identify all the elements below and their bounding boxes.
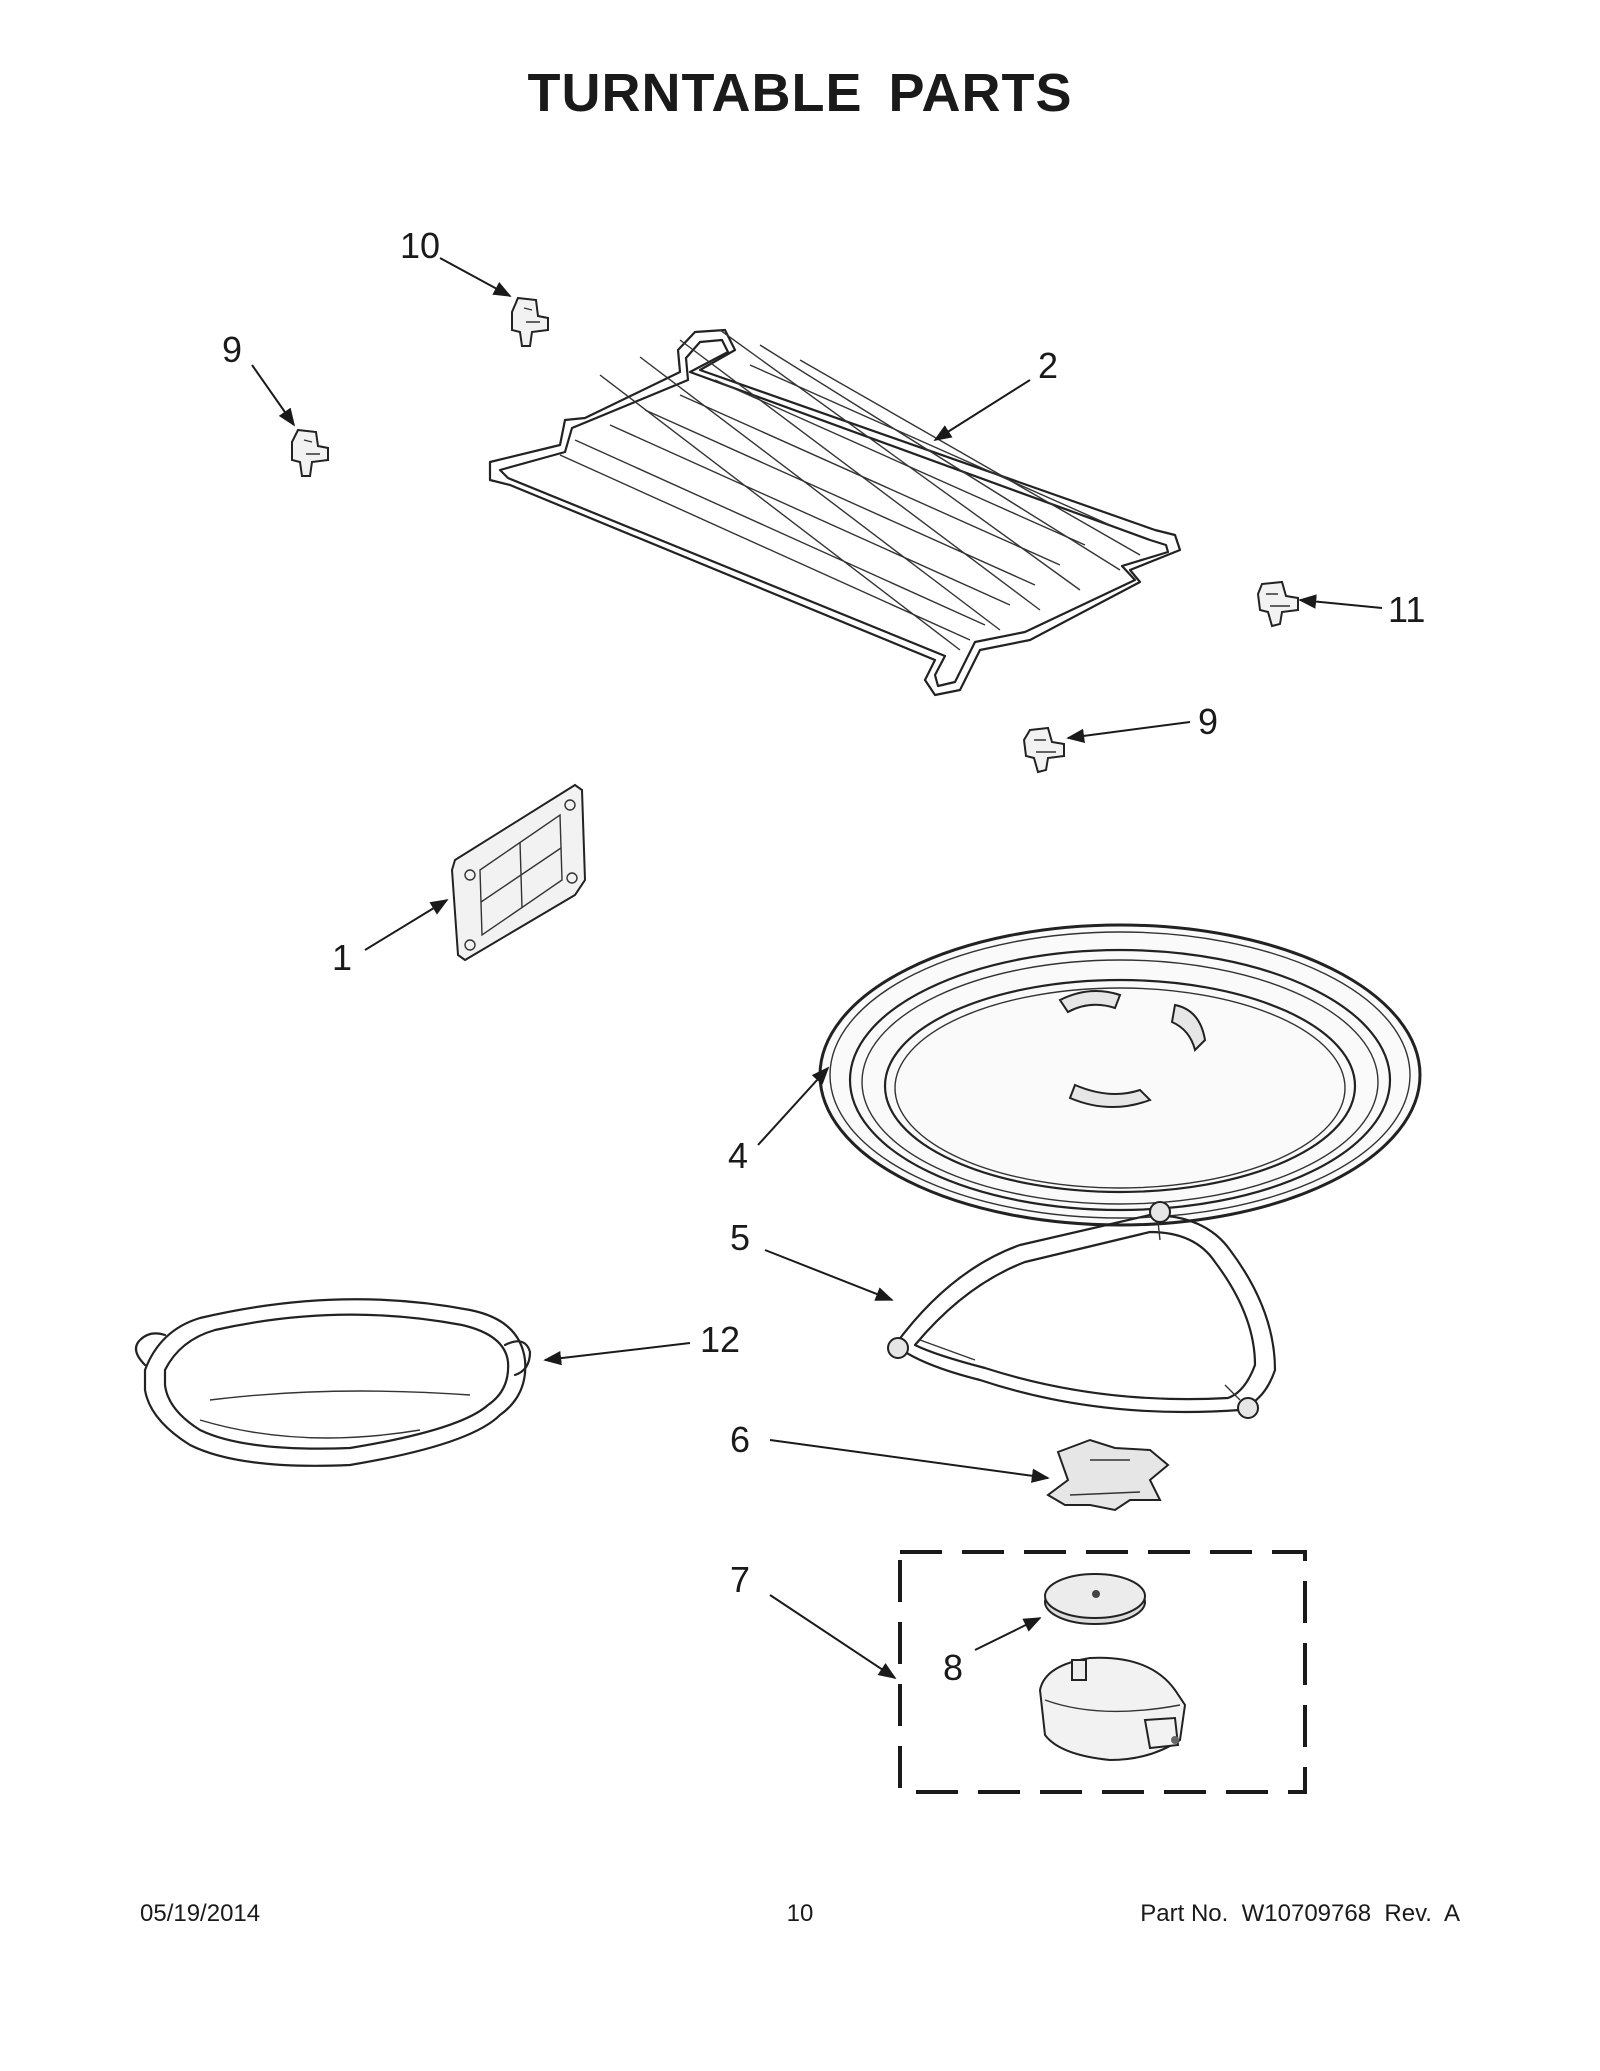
leader-8 [974, 1617, 1042, 1651]
callout-2: 2 [1038, 345, 1058, 386]
leader-5 [764, 1249, 894, 1301]
part-12-bowl [134, 1298, 532, 1467]
leader-9-left [251, 364, 296, 427]
part-10-clip [511, 296, 549, 347]
callout-9-left: 9 [222, 329, 242, 370]
leader-12 [543, 1342, 691, 1366]
turntable-motor [1038, 1656, 1187, 1762]
part-9-clip-right [1022, 726, 1065, 774]
part-4-turntable-tray [818, 923, 1422, 1227]
leader-9-right [1066, 721, 1191, 744]
leader-10 [439, 257, 512, 297]
callout-11: 11 [1388, 589, 1425, 630]
footer-date: 05/19/2014 [140, 1900, 261, 1927]
part-6-coupler [1046, 1438, 1170, 1512]
callout-10: 10 [400, 225, 440, 266]
callout-9-right: 9 [1198, 701, 1218, 742]
leader-7 [769, 1594, 897, 1679]
callout-1: 1 [332, 937, 352, 978]
page-title: TURNTABLE PARTS [527, 63, 1073, 123]
callout-6: 6 [730, 1419, 750, 1460]
footer-part-number: Part No. W10709768 Rev. A [1140, 1900, 1460, 1927]
leader-6 [769, 1439, 1050, 1483]
leader-lines [251, 257, 1383, 1679]
leader-11 [1298, 594, 1383, 609]
callout-12: 12 [700, 1319, 740, 1360]
leader-2 [933, 379, 1031, 441]
leader-1 [364, 899, 449, 951]
callout-7: 7 [730, 1559, 750, 1600]
part-9-clip-left [291, 428, 329, 477]
part-1-waveguide-cover [450, 783, 587, 962]
callout-5: 5 [730, 1217, 750, 1258]
part-5-roller-support [887, 1201, 1277, 1419]
part-7-motor-assembly-box [898, 1550, 1307, 1794]
part-11-clip [1256, 580, 1299, 628]
part-8-motor-cap [1044, 1573, 1146, 1625]
callout-8: 8 [943, 1647, 963, 1688]
callout-4: 4 [728, 1135, 748, 1176]
footer-page-number: 10 [786, 1900, 814, 1927]
leader-4 [757, 1066, 830, 1146]
callout-labels: 10 9 2 11 9 1 4 5 12 6 7 8 [222, 225, 1425, 1688]
part-2-wire-rack [488, 328, 1182, 697]
